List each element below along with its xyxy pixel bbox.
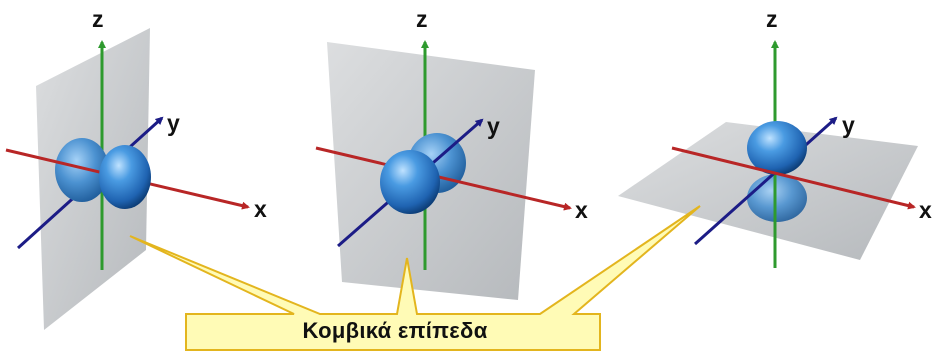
panel-py: z y x [315,6,588,300]
callout-shape [129,205,701,351]
z-axis-label: z [92,6,104,32]
x-axis [671,146,916,210]
x-axis [315,146,572,211]
orbital-lobe-upper [747,121,807,175]
x-axis-label: x [575,197,588,223]
orbital-lobe-front [99,145,151,209]
y-axis-label: y [167,110,180,136]
x-axis-label: x [919,197,932,223]
panel-pz: z y x [618,6,932,268]
y-axis [694,116,838,246]
z-axis-label: z [416,6,428,32]
orbital-lobe-front [380,150,440,214]
y-axis-label: y [487,113,500,139]
orbital-lobe-back [55,138,109,202]
nodal-planes-callout [129,205,701,351]
nodal-planes-label: Κομβικά επίπεδα [302,318,488,343]
orbital-lobe-lower [747,174,807,222]
z-axis-label: z [766,6,778,32]
y-axis-label: y [842,112,855,138]
panel-px: z y x [5,6,267,330]
x-axis-label: x [254,196,267,222]
